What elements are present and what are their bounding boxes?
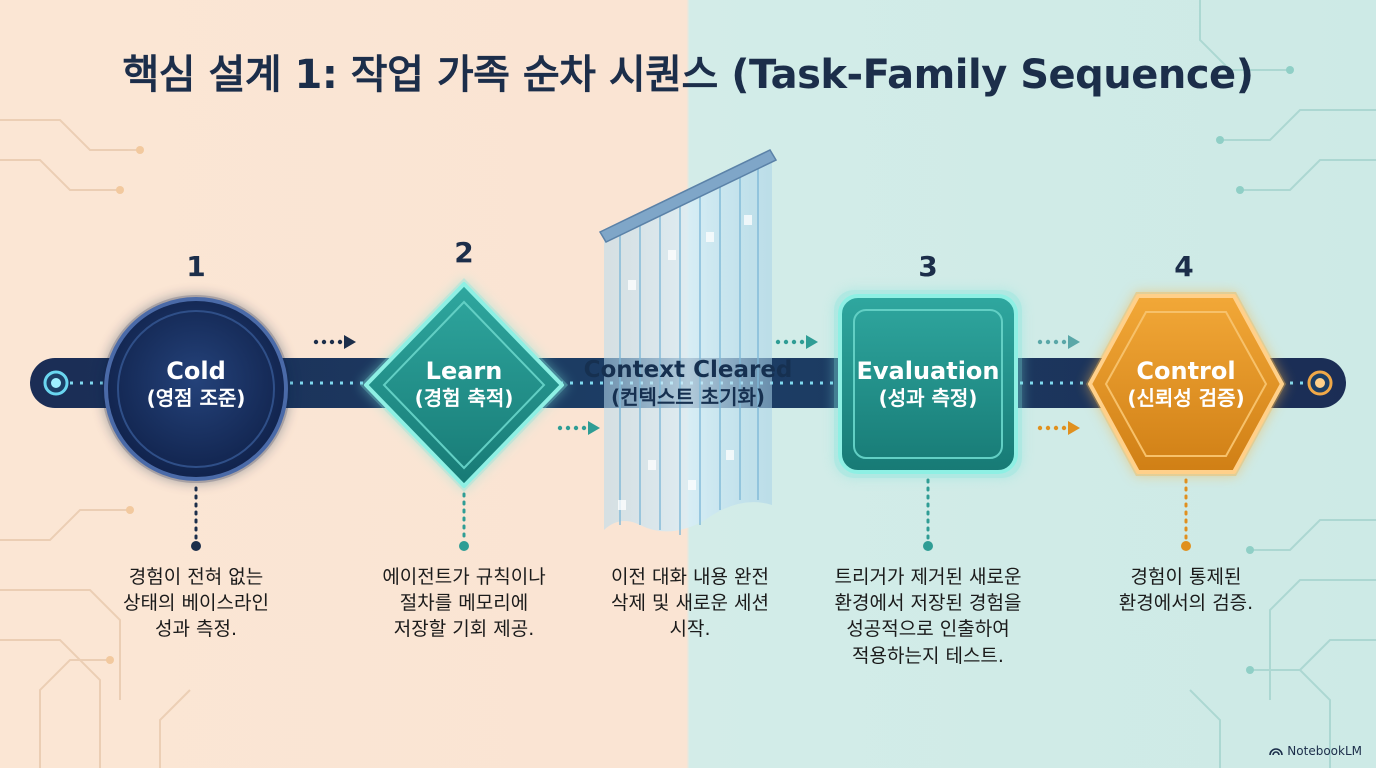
context-cleared-label-en: Context Cleared xyxy=(583,357,793,383)
connector-learn xyxy=(459,492,469,551)
context-cleared-description: 이전 대화 내용 완전 삭제 및 새로운 세션 시작. xyxy=(611,566,769,641)
step-number-2: 2 xyxy=(454,236,474,269)
step-evaluation-label-ko: (성과 측정) xyxy=(878,386,978,410)
page-title: 핵심 설계 1: 작업 가족 순차 시퀀스 (Task-Family Seque… xyxy=(122,52,1254,98)
context-cleared-curtain xyxy=(598,149,778,535)
arrow-3-4-lower xyxy=(1037,421,1080,435)
step-cold-label: Cold (영점 조준) xyxy=(106,356,286,411)
step-control-label: Control (신뢰성 검증) xyxy=(1086,356,1286,411)
notebooklm-watermark: NotebookLM xyxy=(1269,744,1362,758)
step-learn-node xyxy=(360,278,568,492)
step-number-3: 3 xyxy=(918,250,938,283)
arrow-context-3 xyxy=(775,335,818,349)
step-control-label-ko: (신뢰성 검증) xyxy=(1127,386,1245,410)
arrow-3-4 xyxy=(1037,335,1080,349)
step-evaluation-description: 트리거가 제거된 새로운 환경에서 저장된 경험을 성공적으로 인출하여 적용하… xyxy=(834,566,1022,667)
connector-evaluation xyxy=(923,478,933,551)
context-cleared-label: Context Cleared (컨텍스트 초기화) xyxy=(578,356,798,410)
step-evaluation-label: Evaluation (성과 측정) xyxy=(828,356,1028,411)
step-number-4: 4 xyxy=(1174,250,1194,283)
step-learn-label: Learn (경험 축적) xyxy=(374,356,554,411)
step-learn-description: 에이전트가 규칙이나 절차를 메모리에 저장할 기회 제공. xyxy=(382,566,546,641)
step-cold-description: 경험이 전혀 없는 상태의 베이스라인 성과 측정. xyxy=(123,566,269,641)
brand-label: NotebookLM xyxy=(1287,744,1362,758)
arrow-1-2 xyxy=(313,335,356,349)
connector-control xyxy=(1181,478,1191,551)
context-cleared-label-ko: (컨텍스트 초기화) xyxy=(610,384,766,409)
step-cold-node xyxy=(102,295,290,483)
step-control-node xyxy=(1086,292,1286,476)
step-evaluation-node xyxy=(834,290,1022,478)
step-number-1: 1 xyxy=(186,250,206,283)
step-control-label-en: Control xyxy=(1136,357,1236,385)
step-cold-label-en: Cold xyxy=(166,357,226,385)
notebooklm-logo-icon xyxy=(1269,748,1284,756)
arrow-2-context xyxy=(557,421,600,435)
step-learn-label-ko: (경험 축적) xyxy=(414,386,514,410)
step-control-description: 경험이 통제된 환경에서의 검증. xyxy=(1118,566,1254,615)
step-evaluation-label-en: Evaluation xyxy=(856,357,1000,385)
step-cold-label-ko: (영점 조준) xyxy=(146,386,246,410)
step-learn-label-en: Learn xyxy=(425,357,503,385)
connector-cold xyxy=(191,486,201,551)
